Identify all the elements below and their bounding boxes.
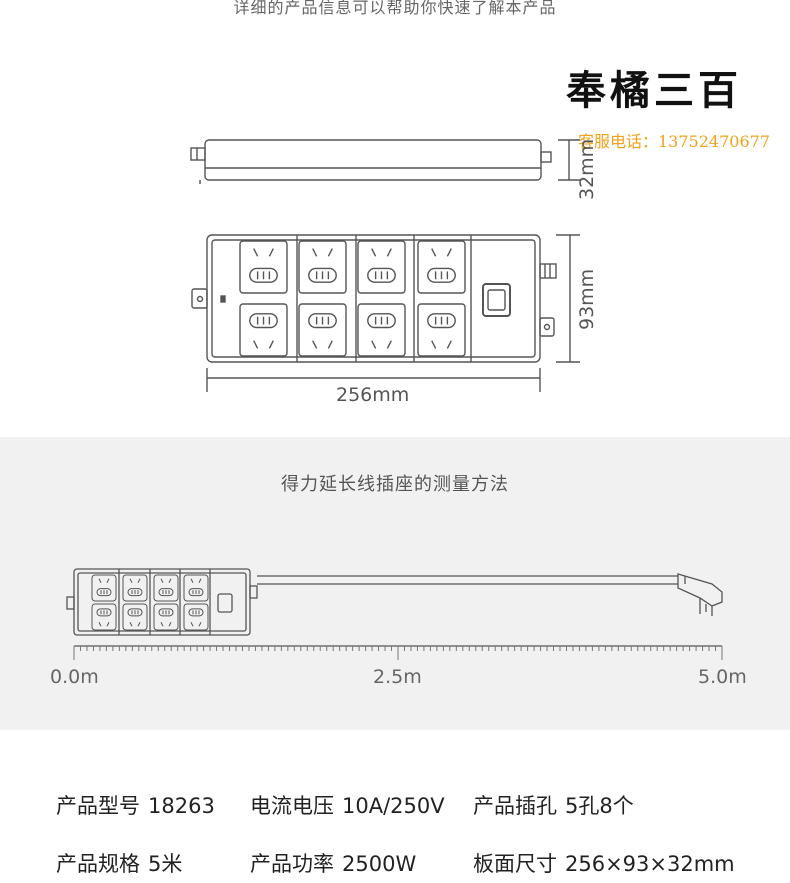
outlet-icon xyxy=(298,303,347,357)
spec-item: 板面尺寸 256×93×32mm xyxy=(473,848,735,878)
ruler-mid-label: 2.5m xyxy=(373,666,422,688)
outlet-grid xyxy=(239,240,466,357)
outlet-icon xyxy=(417,240,466,294)
specs-section xyxy=(0,730,790,883)
spec-value: 18263 xyxy=(148,794,215,818)
length-dimension-label: 256mm xyxy=(336,384,410,406)
small-switch xyxy=(217,593,233,613)
ruler-ticks xyxy=(73,646,723,660)
plug-drawing xyxy=(677,573,723,607)
outlet-icon xyxy=(357,240,406,294)
spec-value: 10A/250V xyxy=(342,794,445,818)
ruler-start-label: 0.0m xyxy=(50,666,99,688)
spec-key: 产品规格 xyxy=(56,852,140,876)
strip-right-tab xyxy=(539,317,555,337)
outlet-icon xyxy=(183,574,209,602)
outlet-icon xyxy=(122,603,148,631)
spec-item: 产品型号 18263 xyxy=(56,790,215,820)
spec-value: 256×93×32mm xyxy=(565,852,735,876)
spec-key: 产品功率 xyxy=(250,852,334,876)
outlet-icon xyxy=(153,574,179,602)
outlet-icon xyxy=(239,303,288,357)
intro-text: 详细的产品信息可以帮助你快速了解本产品 xyxy=(233,0,557,17)
spec-value: 5米 xyxy=(148,852,183,876)
ruler-end-label: 5.0m xyxy=(698,666,747,688)
spec-value: 2500W xyxy=(342,852,417,876)
strip-left-tab xyxy=(191,288,208,309)
measurement-title: 得力延长线插座的测量方法 xyxy=(281,474,509,495)
spec-item: 产品功率 2500W xyxy=(250,848,416,878)
outlet-icon xyxy=(91,574,117,602)
spec-item: 电流电压 10A/250V xyxy=(250,790,445,820)
contact-phone: 客服电话：13752470677 xyxy=(578,132,770,151)
side-cord-stub xyxy=(190,147,206,161)
outlet-icon xyxy=(153,603,179,631)
spec-key: 产品型号 xyxy=(56,794,140,818)
spec-key: 板面尺寸 xyxy=(473,852,557,876)
outlet-icon xyxy=(122,574,148,602)
spec-item: 产品插孔 5孔8个 xyxy=(473,790,634,820)
strip-cord-exit xyxy=(539,263,557,279)
spec-value: 5孔8个 xyxy=(565,794,634,818)
outlet-icon xyxy=(298,240,347,294)
outlet-icon xyxy=(91,603,117,631)
spec-item: 产品规格 5米 xyxy=(56,848,182,878)
side-hook xyxy=(540,151,552,163)
brand-logo-text: 奉橘三百 xyxy=(566,67,742,114)
side-view-drawing xyxy=(190,139,580,392)
outlet-icon xyxy=(239,240,288,294)
spec-key: 产品插孔 xyxy=(473,794,557,818)
indicator-light xyxy=(220,295,226,303)
outlet-icon xyxy=(357,303,406,357)
outlet-icon xyxy=(417,303,466,357)
top-view-drawing xyxy=(191,234,580,392)
spec-key: 电流电压 xyxy=(250,794,334,818)
product-info-section: 详细的产品信息可以帮助你快速了解本产品 奉橘三百 客服电话：1375247067… xyxy=(0,0,790,437)
power-switch-drawing xyxy=(482,283,511,317)
outlet-icon xyxy=(183,603,209,631)
